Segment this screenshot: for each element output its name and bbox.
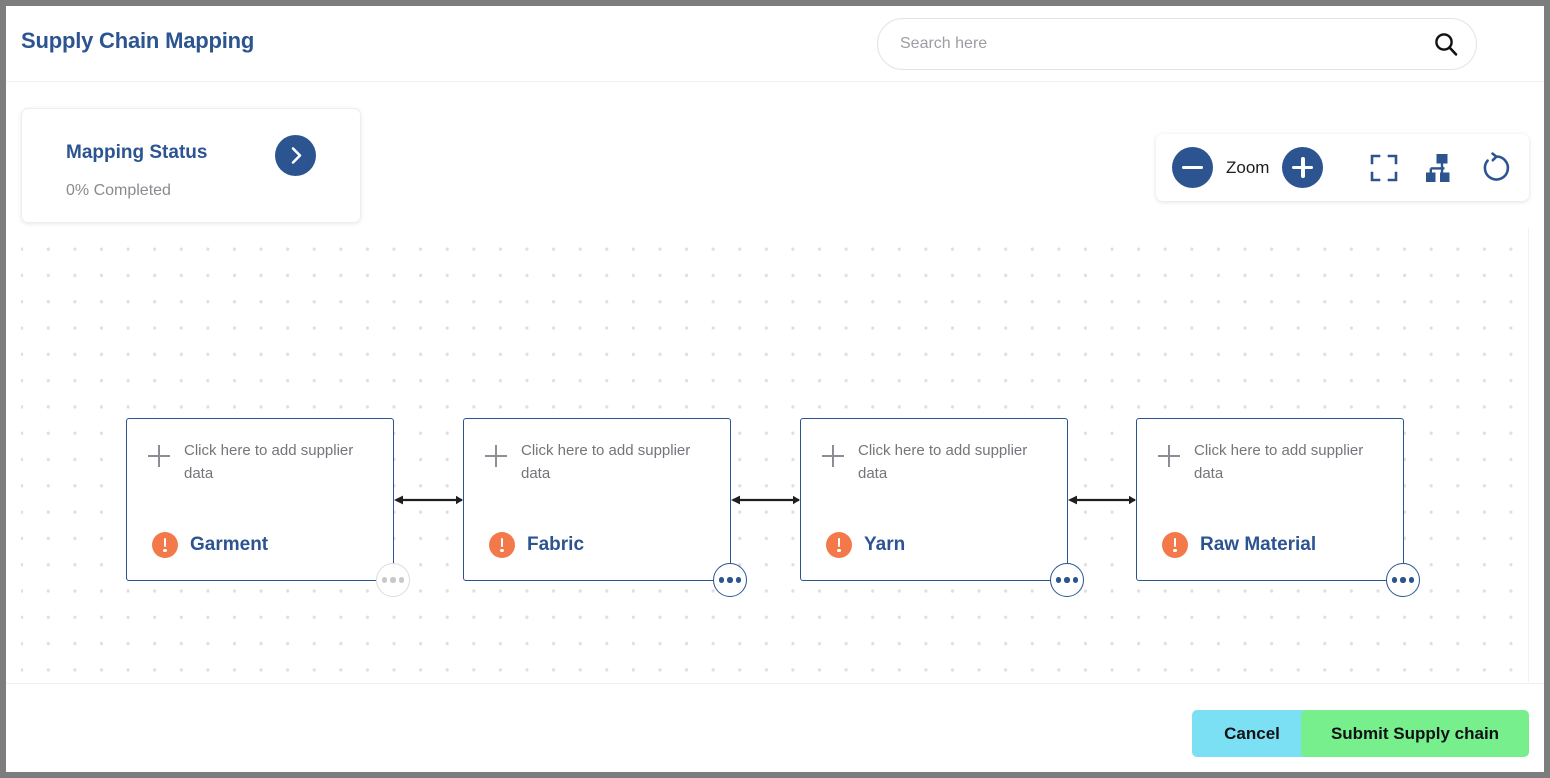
page-footer: Cancel Submit Supply chain (6, 683, 1544, 772)
node-label: Raw Material (1200, 534, 1317, 555)
dot (381, 577, 388, 583)
chevron-right-icon[interactable] (275, 135, 316, 176)
plus-icon (822, 445, 844, 467)
zoom-out-button[interactable] (1172, 147, 1213, 188)
mapping-status-title: Mapping Status (66, 142, 208, 163)
add-supplier-data-label: Click here to add supplier data (1194, 442, 1364, 482)
submit-supply-chain-button[interactable]: Submit Supply chain (1301, 710, 1529, 757)
fullscreen-icon[interactable] (1367, 151, 1401, 185)
connector-arrow (731, 493, 800, 507)
page-header: Supply Chain Mapping (6, 6, 1544, 82)
search-input[interactable] (900, 19, 1420, 69)
org-chart-icon[interactable] (1423, 151, 1457, 185)
dot (735, 577, 742, 583)
node-label-row: Raw Material (1162, 532, 1316, 558)
node-options-menu-button[interactable] (1386, 563, 1420, 597)
plus-icon (485, 445, 507, 467)
node-label-row: Garment (152, 532, 268, 558)
dot (718, 577, 725, 583)
dot (1408, 577, 1415, 583)
zoom-in-button[interactable] (1282, 147, 1324, 188)
add-supplier-data-label: Click here to add supplier data (858, 442, 1028, 482)
alert-icon (489, 532, 515, 558)
plus-icon-v (1301, 157, 1305, 178)
add-supplier-data-label: Click here to add supplier data (184, 442, 354, 482)
add-supplier-data-button[interactable]: Click here to add supplier data (148, 439, 378, 485)
node-options-menu-button[interactable] (713, 563, 747, 597)
dot (1072, 577, 1079, 583)
node-label-row: Fabric (489, 532, 584, 558)
search-icon[interactable] (1432, 30, 1460, 58)
alert-icon (826, 532, 852, 558)
dot (1055, 577, 1062, 583)
plus-icon (1158, 445, 1180, 467)
node-options-menu-button[interactable] (376, 563, 410, 597)
search-bar[interactable] (877, 18, 1477, 70)
zoom-label: Zoom (1226, 157, 1270, 177)
dot (1391, 577, 1398, 583)
node-options-menu-button[interactable] (1050, 563, 1084, 597)
add-supplier-data-button[interactable]: Click here to add supplier data (485, 439, 715, 485)
app-window: Supply Chain Mapping Mapping Status 0% C… (6, 6, 1544, 772)
node-label: Garment (190, 534, 269, 555)
cancel-button[interactable]: Cancel (1192, 710, 1312, 757)
plus-icon (148, 445, 170, 467)
dot (727, 577, 733, 583)
mapping-status-card[interactable]: Mapping Status 0% Completed (21, 108, 361, 223)
node-label: Yarn (864, 534, 906, 555)
connector-arrow (1068, 493, 1136, 507)
dot (390, 577, 396, 583)
dot (1064, 577, 1070, 583)
refresh-icon[interactable] (1479, 151, 1513, 185)
add-supplier-data-button[interactable]: Click here to add supplier data (822, 439, 1052, 485)
node-label: Fabric (527, 534, 585, 555)
mapping-status-progress-text: 0% Completed (66, 182, 171, 199)
connector-arrow (394, 493, 463, 507)
zoom-toolbar: Zoom (1156, 134, 1529, 201)
page-title: Supply Chain Mapping (21, 28, 255, 53)
alert-icon (152, 532, 178, 558)
alert-icon (1162, 532, 1188, 558)
node-label-row: Yarn (826, 532, 905, 558)
dot (398, 577, 405, 583)
dot (1400, 577, 1406, 583)
add-supplier-data-label: Click here to add supplier data (521, 442, 691, 482)
minus-icon (1182, 166, 1203, 170)
add-supplier-data-button[interactable]: Click here to add supplier data (1158, 439, 1388, 485)
